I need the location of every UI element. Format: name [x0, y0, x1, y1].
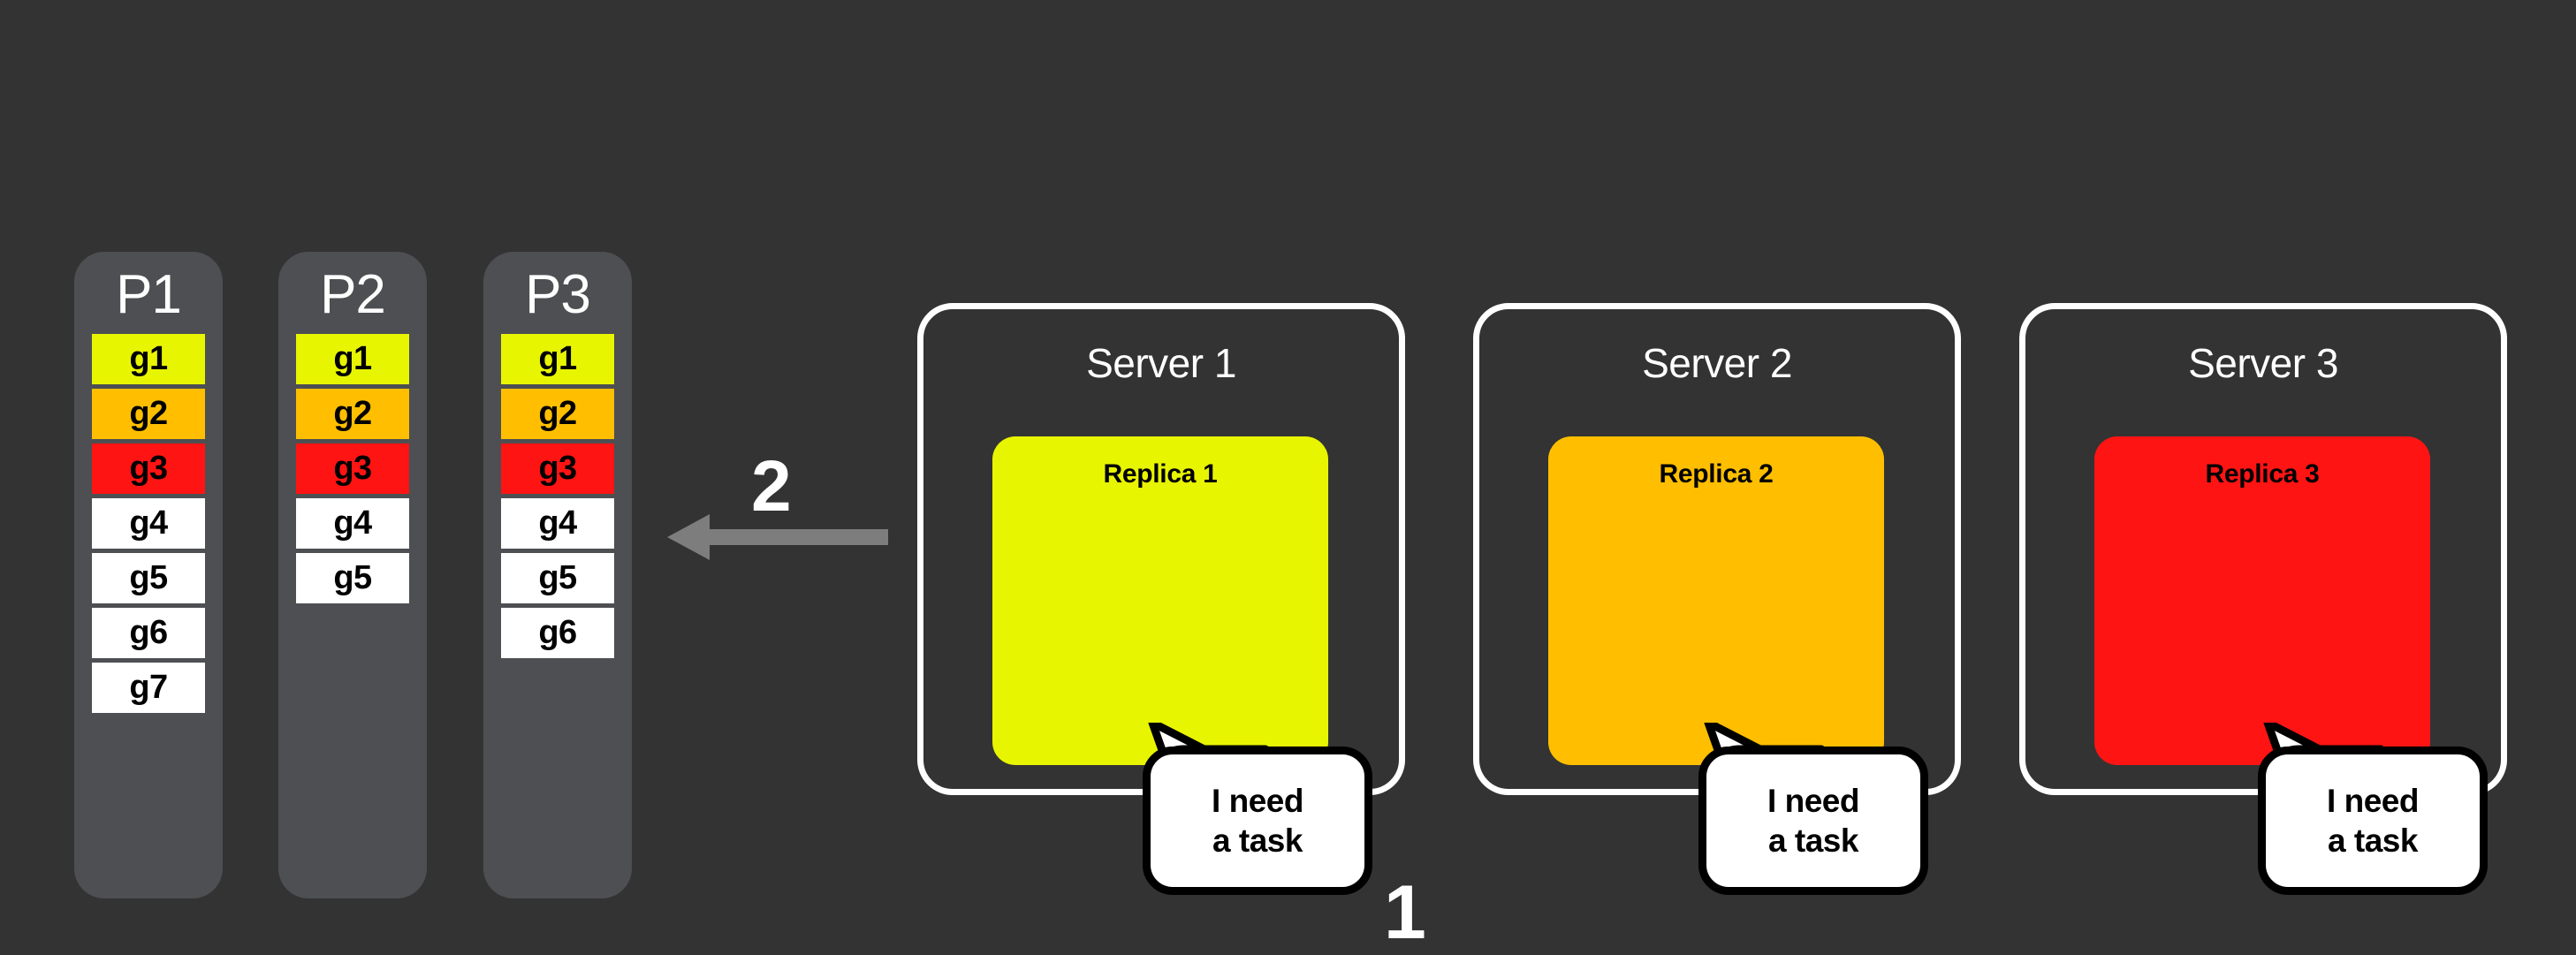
- server-title-3: Server 3: [2188, 340, 2338, 386]
- replica-label-2: Replica 2: [1659, 459, 1774, 489]
- group-cell[interactable]: g7: [92, 663, 205, 714]
- group-cell[interactable]: g2: [296, 389, 409, 440]
- replica-box-3[interactable]: Replica 3: [2094, 436, 2430, 765]
- group-cell[interactable]: g3: [296, 443, 409, 495]
- replica-label-1: Replica 1: [1103, 459, 1218, 489]
- speech-bubble-line-2: a task: [1212, 822, 1303, 859]
- partition-column-p3[interactable]: P3 g1 g2 g3 g4 g5 g6: [483, 252, 632, 898]
- server-title-2: Server 2: [1642, 340, 1792, 386]
- speech-bubble-line-1: I need: [1212, 782, 1303, 819]
- speech-bubble-line-1: I need: [1767, 782, 1859, 819]
- replica-box-1[interactable]: Replica 1: [992, 436, 1328, 765]
- speech-bubble-line-2: a task: [2328, 822, 2418, 859]
- partition-title-p1: P1: [116, 264, 182, 325]
- group-cell[interactable]: g4: [296, 498, 409, 550]
- partition-column-p1[interactable]: P1 g1 g2 g3 g4 g5 g6 g7: [74, 252, 223, 898]
- step-number-2: 2: [751, 446, 792, 527]
- group-list-p1: g1 g2 g3 g4 g5 g6 g7: [92, 334, 205, 714]
- group-cell[interactable]: g1: [296, 334, 409, 385]
- step-number-1: 1: [1384, 870, 1426, 955]
- group-cell[interactable]: g5: [501, 553, 614, 604]
- group-cell[interactable]: g6: [501, 608, 614, 659]
- speech-bubble-line-2: a task: [1768, 822, 1858, 859]
- server-title-1: Server 1: [1086, 340, 1236, 386]
- group-list-p3: g1 g2 g3 g4 g5 g6: [501, 334, 614, 659]
- partition-column-p2[interactable]: P2 g1 g2 g3 g4 g5: [278, 252, 427, 898]
- group-cell[interactable]: g5: [92, 553, 205, 604]
- group-cell[interactable]: g4: [92, 498, 205, 550]
- group-cell[interactable]: g4: [501, 498, 614, 550]
- assign-task-arrow: [667, 514, 888, 560]
- replica-box-2[interactable]: Replica 2: [1548, 436, 1884, 765]
- speech-bubble-1[interactable]: I need a task: [1143, 747, 1372, 895]
- speech-bubble-2[interactable]: I need a task: [1698, 747, 1928, 895]
- speech-bubble-3[interactable]: I need a task: [2258, 747, 2488, 895]
- group-cell[interactable]: g1: [92, 334, 205, 385]
- partition-title-p3: P3: [525, 264, 591, 325]
- group-cell[interactable]: g2: [501, 389, 614, 440]
- group-list-p2: g1 g2 g3 g4 g5: [296, 334, 409, 604]
- group-cell[interactable]: g6: [92, 608, 205, 659]
- group-cell[interactable]: g3: [92, 443, 205, 495]
- speech-bubble-line-1: I need: [2327, 782, 2419, 819]
- group-cell[interactable]: g2: [92, 389, 205, 440]
- group-cell[interactable]: g1: [501, 334, 614, 385]
- group-cell[interactable]: g5: [296, 553, 409, 604]
- replica-label-3: Replica 3: [2205, 459, 2320, 489]
- group-cell[interactable]: g3: [501, 443, 614, 495]
- partition-title-p2: P2: [320, 264, 386, 325]
